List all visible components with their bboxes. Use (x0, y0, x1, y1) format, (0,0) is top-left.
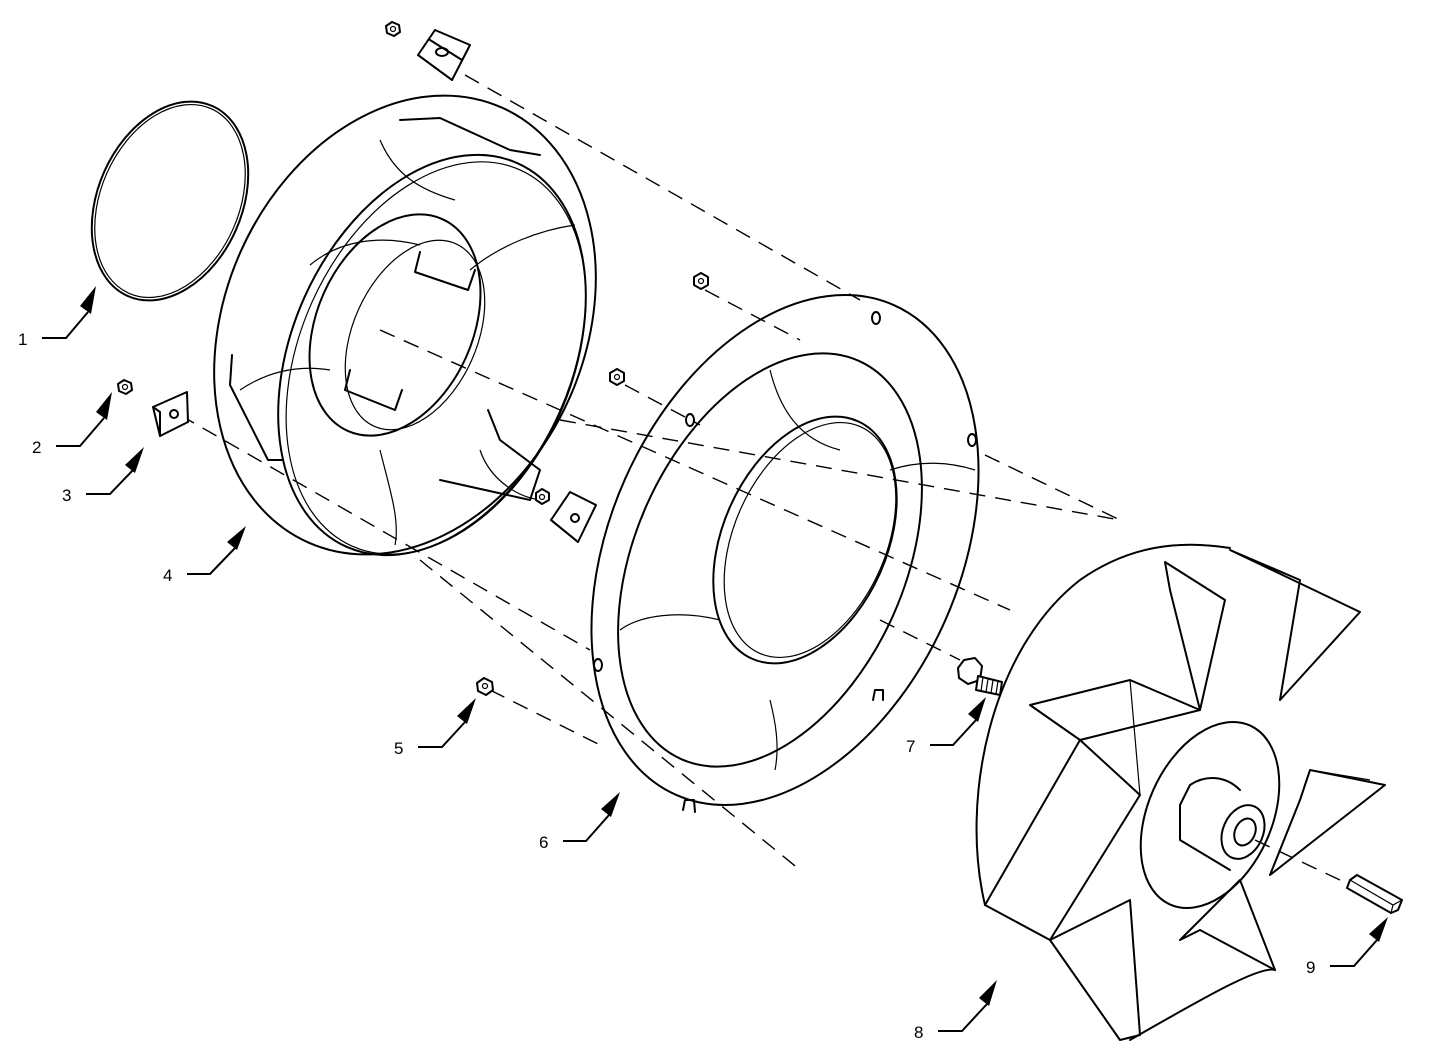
gasket-part (90, 100, 250, 302)
callout-label-5: 5 (394, 739, 403, 758)
inlet-ring-housing-part (213, 94, 597, 557)
callout-3: 3 (62, 447, 144, 505)
callout-2: 2 (32, 392, 112, 457)
callout-label-9: 9 (1306, 958, 1315, 977)
alignment-lines (179, 74, 1341, 881)
callout-label-3: 3 (62, 486, 71, 505)
key-part (1346, 874, 1403, 914)
clip-nut-part-3 (152, 391, 189, 437)
top-nut-and-clip (385, 21, 471, 81)
middle-nuts-and-clip (535, 272, 709, 543)
callout-label-8: 8 (914, 1023, 923, 1042)
callout-label-2: 2 (32, 438, 41, 457)
callout-label-4: 4 (163, 566, 172, 585)
callout-label-6: 6 (539, 833, 548, 852)
inlet-plate-part (590, 294, 980, 813)
callout-4: 4 (163, 526, 246, 585)
callout-1: 1 (18, 286, 96, 349)
blower-wheel-part (975, 543, 1386, 1041)
bolt-part (957, 657, 1003, 696)
nut-part-2 (117, 379, 133, 395)
callout-6: 6 (539, 792, 620, 852)
callout-8: 8 (914, 980, 997, 1042)
callout-7: 7 (906, 697, 986, 756)
callout-label-7: 7 (906, 737, 915, 756)
nut-part-5 (476, 677, 494, 696)
callout-label-1: 1 (18, 330, 27, 349)
callout-9: 9 (1306, 917, 1388, 977)
callout-5: 5 (394, 698, 476, 758)
